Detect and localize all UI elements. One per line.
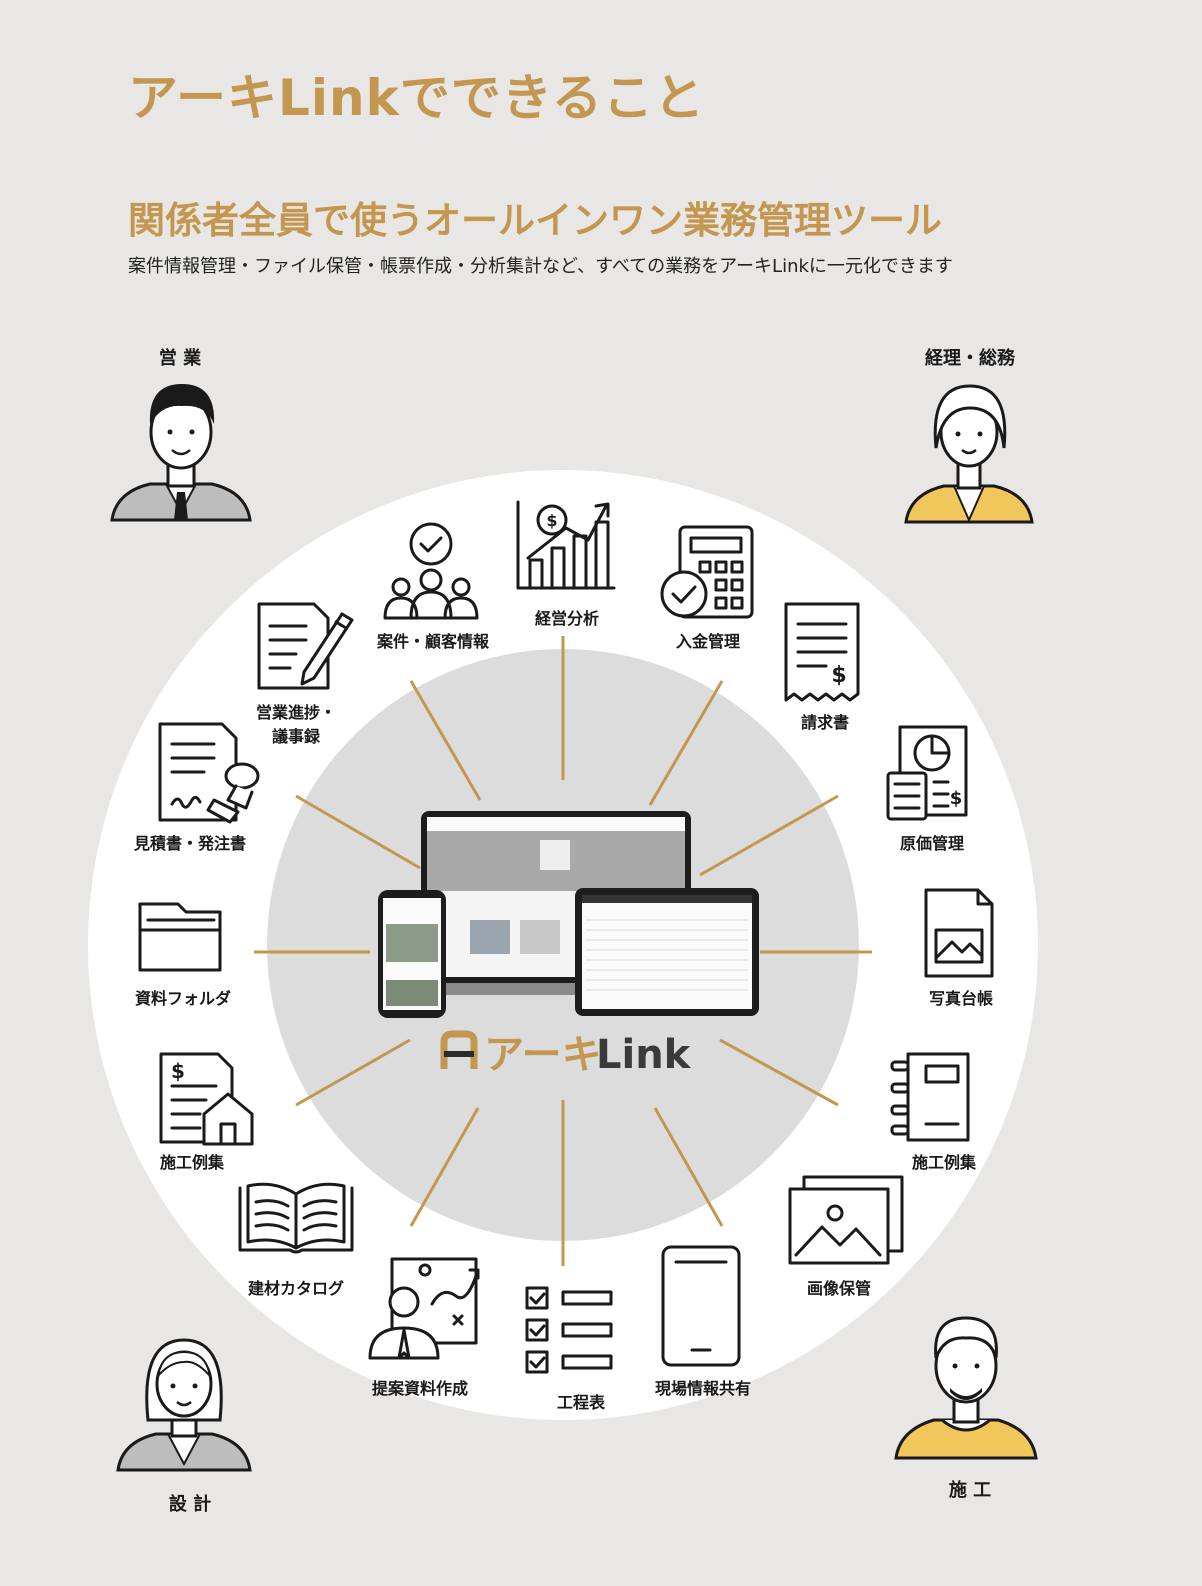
page-description: 案件情報管理・ファイル保管・帳票作成・分析集計など、すべての業務をアーキLink… [128,256,953,277]
feature-label: 営業進捗・ [256,703,336,722]
feature-case-studies-right: 施工例集 [890,1052,977,1172]
dollar-icon: $ [950,788,963,809]
feature-cost: $ 原価管理 [886,725,968,853]
role-label: 営 業 [159,347,202,369]
feature-photo-ledger: 写真台帳 [924,888,994,1008]
feature-label: 経営分析 [535,609,599,628]
feature-proposal: 提案資料作成 [368,1257,480,1398]
feature-sales-progress: 営業進捗・ 議事録 [256,602,354,746]
feature-invoice: $ 請求書 [784,602,860,732]
radial-lines [254,636,872,1266]
feature-schedule: 工程表 [525,1286,613,1412]
cost-report-icon [886,725,968,821]
document-pen-icon [257,602,354,690]
page-title: アーキLinkでできること [128,69,705,127]
folder-icon [138,902,222,972]
logo-latin: Link [596,1032,692,1078]
feature-label: 議事録 [272,727,321,746]
feature-label: 請求書 [801,713,849,732]
feature-catalog: 建材カタログ [238,1182,354,1298]
feature-payment: 入金管理 [660,525,754,651]
open-book-icon [238,1182,354,1254]
feature-label: 入金管理 [676,632,740,651]
feature-site-sharing: 現場情報共有 [655,1245,751,1398]
arkilink-logo: アーキ Link [440,1030,692,1078]
worker-avatar [894,1316,1038,1460]
role-design: 設 計 [116,1338,252,1515]
feature-label: 現場情報共有 [655,1379,751,1398]
businessman-avatar [110,384,252,522]
images-icon [788,1175,904,1265]
feature-case-studies-left: $ 施工例集 [159,1052,254,1172]
tablet-icon [661,1245,741,1367]
role-accounting: 経理・総務 [904,347,1034,524]
device-mockups [378,811,759,1018]
dollar-icon: $ [171,1059,185,1083]
people-check-icon [383,522,479,620]
dollar-icon: $ [831,663,846,688]
role-sales: 営 業 [110,347,252,522]
feature-estimate: 見積書・発注書 [133,722,260,853]
dollar-icon: $ [546,511,557,530]
notebook-icon [890,1052,970,1142]
role-label: 設 計 [169,1493,211,1515]
feature-label: 施工例集 [160,1153,225,1172]
role-label: 施 工 [949,1479,991,1501]
growth-chart-icon [516,500,616,590]
feature-label: 資料フォルダ [135,989,231,1008]
role-label: 経理・総務 [925,347,1016,369]
feature-label: 画像保管 [807,1279,871,1298]
feature-label: 建材カタログ [248,1279,344,1298]
businesswoman-avatar [904,384,1034,524]
feature-management-analysis: $ 経営分析 [516,500,616,628]
document-stamp-icon [158,722,260,824]
feature-label: 提案資料作成 [372,1379,468,1398]
feature-project-customer: 案件・顧客情報 [376,522,490,651]
role-construction: 施 工 [894,1316,1038,1501]
logo-kana: アーキ [484,1032,602,1078]
feature-label: 見積書・発注書 [133,834,246,853]
feature-folder: 資料フォルダ [135,902,231,1008]
presentation-icon [368,1257,480,1360]
document-house-icon [159,1052,254,1146]
receipt-icon [784,602,860,702]
page-subtitle: 関係者全員で使うオールインワン業務管理ツール [128,199,942,242]
feature-label: 施工例集 [912,1153,977,1172]
woman-avatar [116,1338,252,1472]
feature-label: 写真台帳 [929,989,993,1008]
feature-label: 案件・顧客情報 [376,632,490,651]
checklist-icon [525,1286,613,1374]
feature-label: 原価管理 [900,834,964,853]
feature-label: 工程表 [557,1393,606,1412]
photo-document-icon [924,888,994,978]
feature-image-storage: 画像保管 [788,1175,904,1298]
